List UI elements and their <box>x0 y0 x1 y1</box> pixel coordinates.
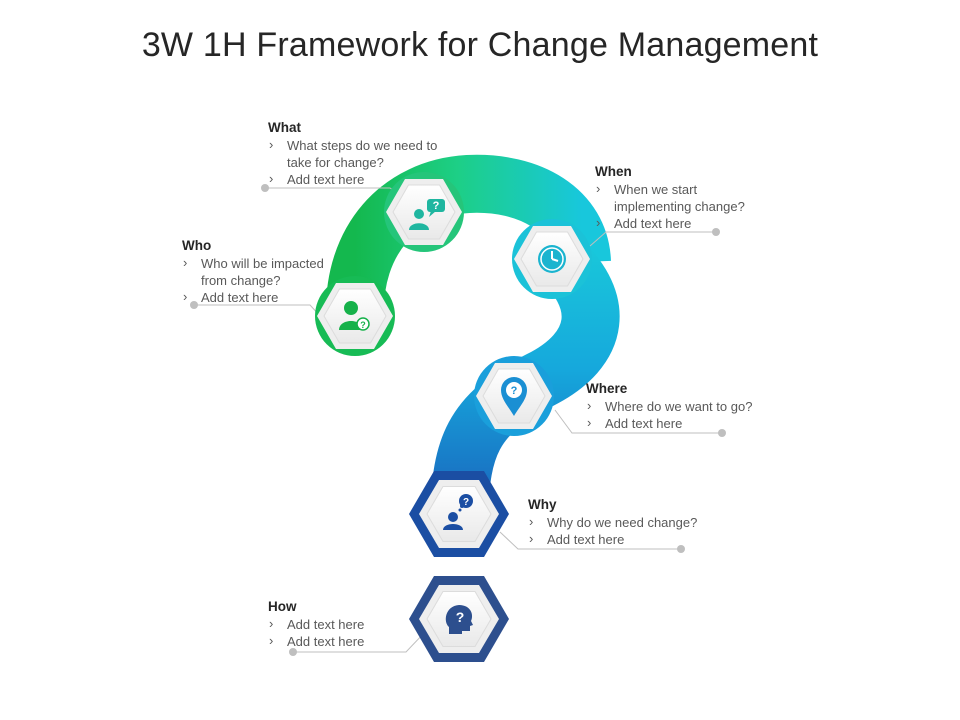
why-block: Why Why do we need change? Add text here <box>528 496 728 548</box>
when-bullet-1: When we start implementing change? <box>595 180 775 215</box>
svg-text:?: ? <box>511 385 518 397</box>
how-heading: How <box>268 599 297 614</box>
where-block: Where Where do we want to go? Add text h… <box>586 380 786 432</box>
what-bullet-2: Add text here <box>268 170 453 188</box>
head-question-icon: ? <box>445 605 473 634</box>
how-bullet-1: Add text here <box>268 615 418 633</box>
what-bullet-1: What steps do we need to take for change… <box>268 136 453 171</box>
who-bullet-1: Who will be impacted from change? <box>182 254 342 289</box>
how-block: How Add text here Add text here <box>268 598 418 650</box>
why-node: ? <box>409 471 509 557</box>
who-block: Who Who will be impacted from change? Ad… <box>182 237 342 306</box>
when-bullet-2: Add text here <box>595 214 775 232</box>
question-arc <box>325 154 611 320</box>
users-question-icon: ? <box>409 199 445 230</box>
where-node: ? <box>474 356 554 436</box>
who-bullet-2: Add text here <box>182 288 342 306</box>
svg-text:?: ? <box>433 200 440 212</box>
who-heading: Who <box>182 238 212 253</box>
what-bullets: What steps do we need to take for change… <box>268 136 453 188</box>
where-heading: Where <box>586 381 628 396</box>
what-node: ? <box>384 172 464 252</box>
person-question-icon: ? <box>339 301 370 331</box>
page-title: 3W 1H Framework for Change Management <box>141 26 819 64</box>
who-bullets: Who will be impacted from change? Add te… <box>182 254 342 306</box>
why-bullet-1: Why do we need change? <box>528 513 728 531</box>
when-block: When When we start implementing change? … <box>595 163 775 232</box>
how-bullet-2: Add text here <box>268 632 418 650</box>
connector-lines <box>194 187 722 653</box>
when-heading: When <box>595 164 632 179</box>
what-block: What What steps do we need to take for c… <box>268 119 453 188</box>
thinking-person-icon: ? <box>443 494 473 530</box>
when-bullets: When we start implementing change? Add t… <box>595 180 775 232</box>
why-bullets: Why do we need change? Add text here <box>528 513 728 548</box>
where-bullet-2: Add text here <box>586 414 786 432</box>
why-heading: Why <box>528 497 557 512</box>
svg-text:?: ? <box>463 497 469 508</box>
what-heading: What <box>268 120 301 135</box>
how-bullets: Add text here Add text here <box>268 615 418 650</box>
why-bullet-2: Add text here <box>528 530 728 548</box>
clock-icon <box>538 245 566 273</box>
how-node: ? <box>409 576 509 662</box>
where-bullets: Where do we want to go? Add text here <box>586 397 786 432</box>
when-node <box>512 219 592 299</box>
svg-text:?: ? <box>456 609 465 625</box>
where-bullet-1: Where do we want to go? <box>586 397 786 415</box>
svg-text:?: ? <box>360 320 366 330</box>
location-question-icon: ? <box>501 377 527 416</box>
